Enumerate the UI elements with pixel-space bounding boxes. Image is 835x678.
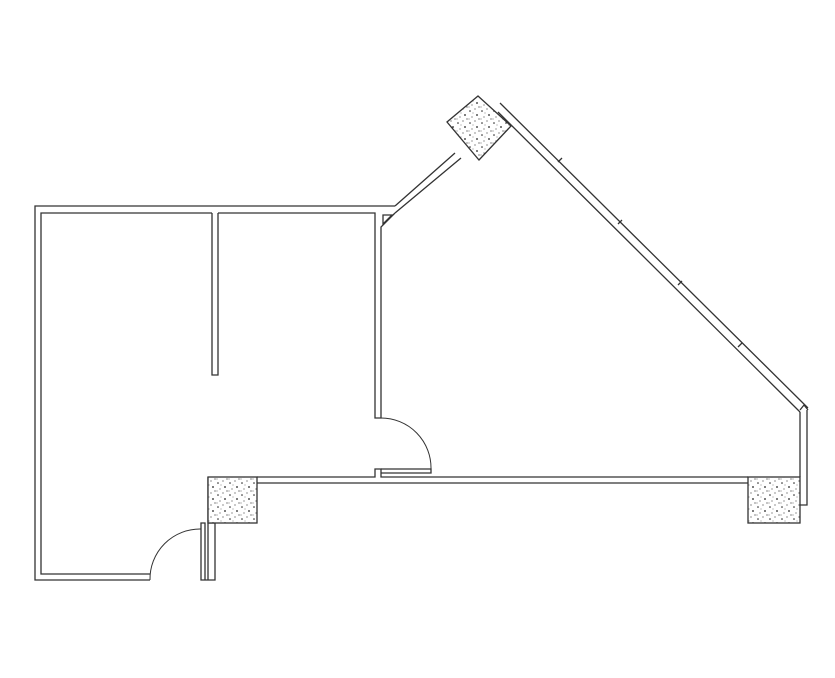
left-room-outer-wall bbox=[34, 205, 395, 581]
partition-wall bbox=[211, 213, 219, 376]
door-bottom-left-swing bbox=[149, 528, 202, 581]
window-mullions bbox=[557, 157, 743, 348]
column-top bbox=[446, 95, 512, 161]
column-bottom-left bbox=[207, 476, 258, 524]
left-room-inner-wall bbox=[40, 212, 396, 575]
bottom-wall bbox=[257, 468, 748, 484]
door-middle-swing bbox=[380, 417, 432, 470]
right-wall bbox=[799, 403, 809, 506]
door-middle-leaf bbox=[381, 468, 432, 474]
diagonal-wall-long bbox=[497, 102, 809, 413]
diagonal-wall-upper-left bbox=[394, 152, 462, 214]
column-bottom-right bbox=[747, 476, 801, 524]
corner-brace bbox=[382, 214, 394, 226]
